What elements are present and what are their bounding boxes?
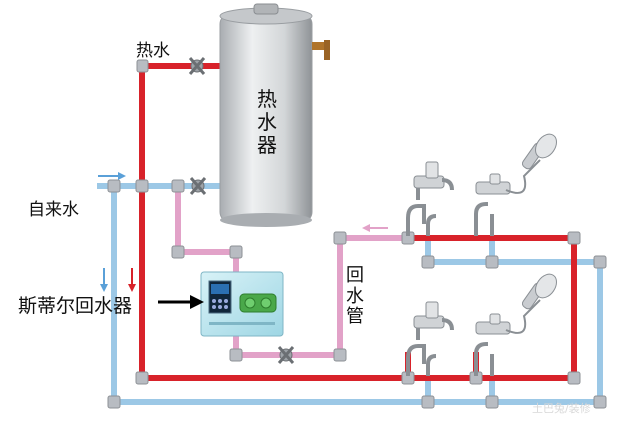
shower-mixer-icon bbox=[474, 299, 541, 376]
heater-label-line3: 器 bbox=[257, 133, 277, 157]
pipe-fittings bbox=[107, 59, 607, 409]
pump-name-label: 斯蒂尔回水器 bbox=[18, 295, 133, 317]
watermark: 土巴兔/装修 bbox=[532, 402, 591, 415]
return-valve bbox=[277, 346, 295, 364]
return-flow-arrow bbox=[362, 224, 388, 232]
water-heater-tank bbox=[219, 3, 330, 227]
faucet-body-icon bbox=[413, 301, 454, 331]
heater-label-line2: 水 bbox=[257, 110, 277, 134]
return-pump-unit bbox=[200, 271, 284, 337]
shower-mixer-icon bbox=[474, 159, 541, 236]
return-pipe-label-line1: 回 bbox=[346, 265, 364, 286]
return-pipe-label-line3: 管 bbox=[346, 306, 364, 328]
hot-down-arrow bbox=[128, 268, 136, 292]
cold-inlet-valve bbox=[189, 177, 207, 195]
inlet-flow-arrow bbox=[98, 172, 126, 180]
shower-head-icon bbox=[521, 133, 557, 170]
faucet-body-icon bbox=[413, 161, 454, 191]
pump-pointer-arrow bbox=[158, 295, 204, 309]
heater-label-line1: 热 bbox=[257, 87, 277, 111]
return-pipe-label-line2: 水 bbox=[346, 285, 364, 307]
cold-inlet-label: 自来水 bbox=[28, 200, 79, 220]
return-pipe-label: 回 水 管 bbox=[344, 265, 366, 328]
heater-label: 热 水 器 bbox=[256, 88, 278, 157]
hot-water-label: 热水 bbox=[136, 41, 170, 61]
shower-head-icon bbox=[521, 273, 557, 310]
cold-down-arrow bbox=[100, 268, 108, 292]
hot-outlet-valve bbox=[188, 57, 206, 75]
